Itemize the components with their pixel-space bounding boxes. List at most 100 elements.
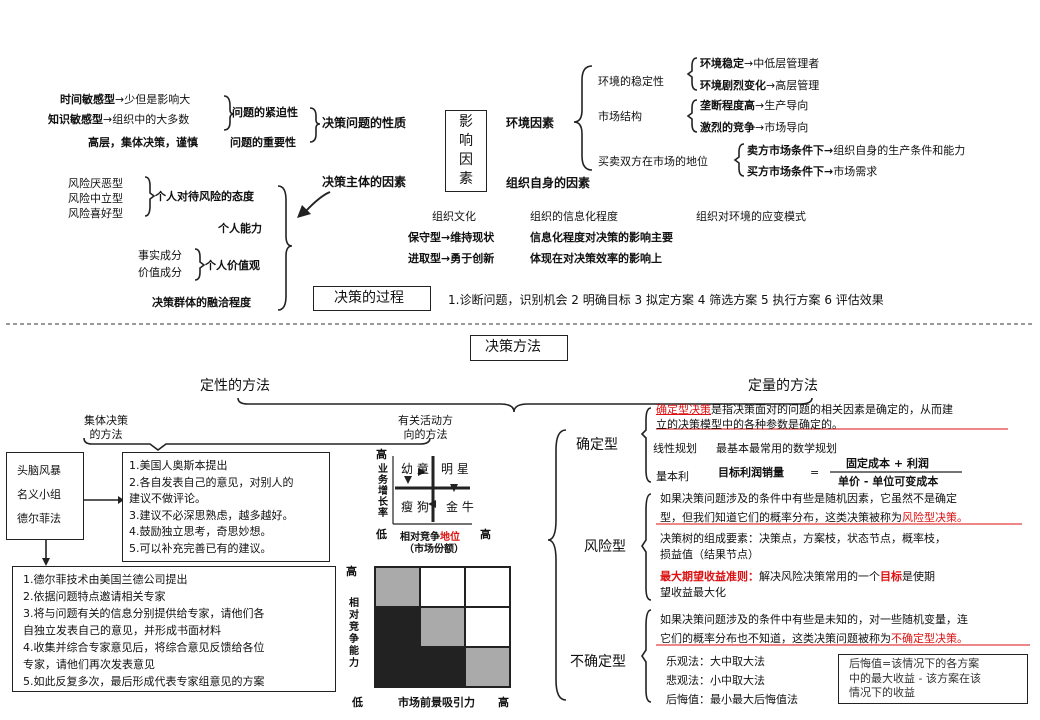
ge-grid [374,566,511,688]
methods-title: 决策方法 [485,339,541,355]
influence-box: 影响因素 [445,110,487,192]
risk-def-1: 如果决策问题涉及的条件中有些是随机因素，它虽然不是确定 [660,492,957,505]
emv-rule-2: 望收益最大化 [660,586,726,599]
risk-neutral: 风险中立型 [68,192,123,205]
market-monopoly: 垄断程度高→生产导向 [700,99,809,112]
uncertain-def-2: 它们的概率分布也不知道，这类决策问题被称为不确定型决策。 [660,632,968,645]
org-info: 组织的信息化程度 [530,210,618,223]
methods-title-box: 决策方法 [470,335,568,361]
method-list: 头脑风暴名义小组德尔菲法 [17,464,61,525]
risk-seeking: 风险喜好型 [68,207,123,220]
uncertain-def-1: 如果决策问题涉及的条件中有些是未知的，对一些随机变量，连 [660,613,968,626]
ge-cell [420,607,465,647]
org-factor: 组织自身的因素 [506,176,591,190]
risk-label: 个人对待风险的态度 [155,190,254,203]
ge-x-high: 高 [498,696,509,709]
risk-type: 风险型 [584,539,626,555]
buyer-market: 买方市场条件下→市场需求 [747,165,878,178]
importance-label: 问题的重要性 [230,136,296,149]
env-stable: 环境稳定→中低层管理者 [700,57,820,70]
risk-averse: 风险厌恶型 [68,177,123,190]
urgency-item-1: 时间敏感型→少但是影响大 [60,93,191,106]
ge-x-label: 市场前景吸引力 [398,696,475,709]
equals-sign: = [810,466,820,479]
pessimistic-method: 悲观法：小中取大法 [666,674,765,687]
regret-note: 后悔值=该情况下的各方案中的最大收益 - 该方案在该情况下的收益 [849,657,981,699]
collective-label: 集体决策的方法 [84,414,128,441]
process-title: 决策的过程 [334,290,404,306]
market-structure: 市场结构 [598,110,642,123]
tree-elements-2: 损益值（结果节点） [660,548,759,561]
org-culture: 组织文化 [432,210,476,223]
quantitative-title: 定量的方法 [748,378,818,394]
emv-rule: 最大期望收益准则：解决风险决策常用的一个目标是使期 [660,570,935,583]
process-steps: 1.诊断问题，识别机会 2 明确目标 3 拟定方案 4 筛选方案 5 执行方案 … [448,293,884,307]
bcg-y-high: 高 [376,448,387,461]
method-list-box: 头脑风暴名义小组德尔菲法 [6,452,84,540]
uncertain-type: 不确定型 [570,654,626,670]
env-stability: 环境的稳定性 [598,75,664,88]
qualitative-title: 定性的方法 [200,378,270,394]
ge-cell [375,607,420,647]
breakeven: 量本利 [656,470,689,483]
tree-elements: 决策树的组成要素：决策点，方案枝，状态节点，概率枝， [660,532,946,545]
personal-ability: 个人能力 [218,222,262,235]
risk-def-2: 型，但我们知道它们的概率分布，这类决策被称为风险型决策。 [660,511,968,524]
ge-y-high: 高 [346,565,357,578]
bcg-cell-star: 明 星 [441,462,469,476]
ge-cell [465,567,510,607]
certain-def-2: 立的决策模型中的各种参数是确定的。 [656,418,843,431]
bcg-x-label-2: （市场份额） [404,544,464,555]
market-position: 买卖双方在市场的地位 [598,155,708,168]
activity-label: 有关活动方向的方法 [398,414,453,441]
bcg-x-label: 相对竞争地位 [400,532,460,543]
linear-desc: 最基本最常用的数学规划 [716,442,837,455]
ge-cell [465,607,510,647]
org-progressive: 进取型→勇于创新 [408,252,495,265]
target-profit: 目标利润销量 [718,466,784,479]
process-box: 决策的过程 [313,286,431,311]
ge-y-low: 低 [352,696,363,709]
denominator: 单价 - 单位可变成本 [838,475,939,488]
certain-def-1: 确定型决策是指决策面对的问题的相关因素是确定的，从而建 [656,403,953,416]
bcg-y-low: 低 [376,528,387,541]
org-conservative: 保守型→维持现状 [408,231,495,244]
subject-factor: 决策主体的因素 [322,175,407,189]
linear-programming: 线性规划 [653,442,697,455]
bcg-y-label: 业务增长率 [378,464,388,519]
numerator: 固定成本 + 利润 [846,457,929,470]
market-compete: 激烈的竞争→市场导向 [700,121,809,134]
group-harmony: 决策群体的融洽程度 [152,296,251,309]
importance-item: 高层，集体决策，谨慎 [88,136,198,149]
problem-nature: 决策问题的性质 [322,116,407,130]
env-factor: 环境因素 [506,116,555,130]
org-attitude: 组织对环境的应变模式 [696,210,806,223]
ge-cell [465,647,510,687]
bcg-x-high: 高 [480,528,491,541]
urgency-item-2: 知识敏感型→组织中的大多数 [48,113,190,126]
seller-market: 卖方市场条件下→组织自身的生产条件和能力 [747,144,966,157]
bcg-cell-cow: 金 牛 [446,500,474,514]
values-value: 价值成分 [138,266,182,279]
ge-cell [375,647,420,687]
regret-method: 后悔值：最小最大后悔值法 [666,693,798,706]
regret-note-box: 后悔值=该情况下的各方案中的最大收益 - 该方案在该情况下的收益 [838,654,1028,704]
values-label: 个人价值观 [205,259,260,272]
bcg-cell-dog: 瘦 狗 [401,500,429,514]
org-info-effect-2: 体现在对决策效率的影响上 [530,252,662,265]
influence-text: 影响因素 [459,114,473,187]
optimistic-method: 乐观法：大中取大法 [666,655,765,668]
org-info-effect: 信息化程度对决策的影响主要 [530,231,673,244]
ge-y-label: 相对竞争能力 [349,598,359,669]
ge-cell [375,567,420,607]
ge-cell [420,567,465,607]
env-turbulent: 环境剧烈变化→高层管理 [700,79,820,92]
urgency-label: 问题的紧迫性 [232,106,298,119]
certain-type: 确定型 [576,437,618,453]
ge-cell [420,647,465,687]
